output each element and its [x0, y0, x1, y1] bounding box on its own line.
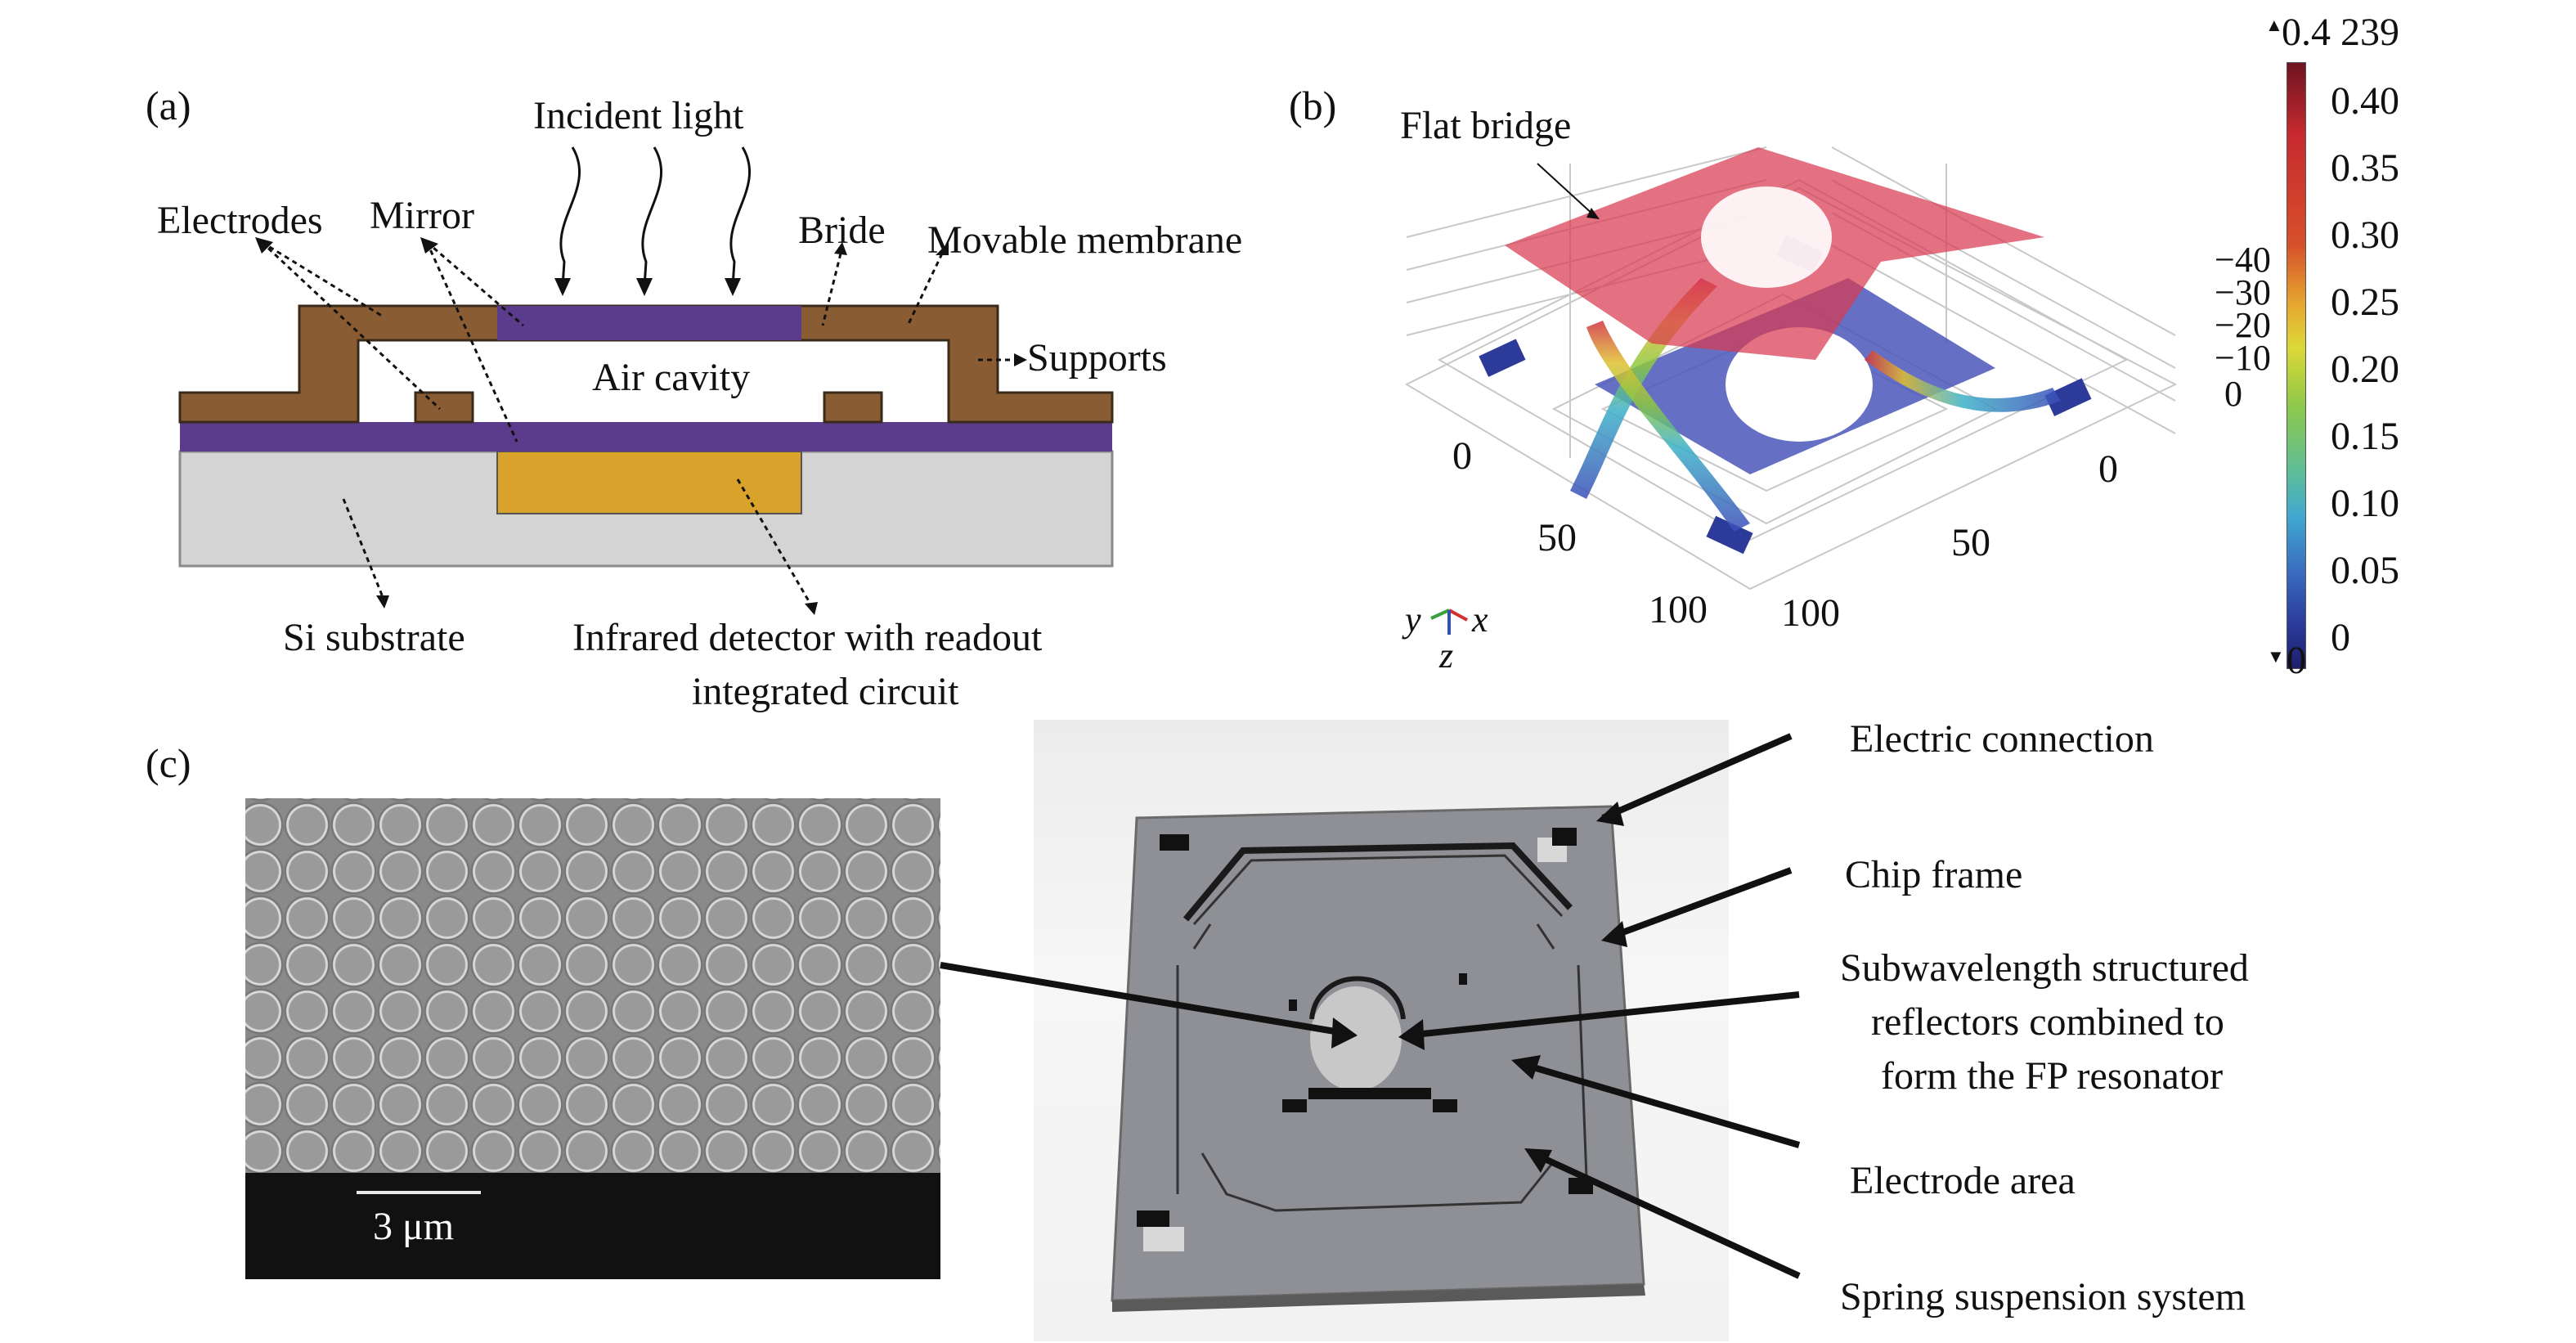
- y-tick: 0: [1452, 434, 1472, 478]
- triad-x-label: x: [1472, 600, 1488, 640]
- leader-lines: [260, 240, 1014, 606]
- label-electrode-area: Electrode area: [1850, 1159, 2076, 1202]
- label-bride: Bride: [798, 209, 886, 252]
- panel-a-tag: (a): [146, 83, 191, 128]
- x-tick: 0: [2098, 447, 2118, 491]
- colorbar: [2287, 62, 2306, 669]
- colorbar-tick: 0.10: [2331, 482, 2399, 525]
- small-electrode-right: [823, 391, 883, 424]
- y-tick: 100: [1649, 588, 1708, 631]
- electrode-frame: [178, 304, 1114, 424]
- label-electrodes: Electrodes: [157, 199, 323, 242]
- sem-scale-bar-region: [245, 1173, 940, 1279]
- mirror-top-layer: [497, 306, 801, 340]
- bottom-plate-hole: [1726, 327, 1873, 442]
- z-tick: −20: [2215, 305, 2271, 345]
- sem-image: [245, 798, 940, 1173]
- label-detector-line2: integrated circuit: [692, 670, 959, 713]
- x-tick: 100: [1781, 591, 1840, 635]
- colorbar-min-marker: ▼: [2267, 646, 2285, 667]
- panel-c-tag: (c): [146, 740, 191, 786]
- label-electric-connection: Electric connection: [1850, 717, 2154, 761]
- incident-light-arrows: [559, 146, 752, 287]
- panel-a-diagram: [178, 146, 1114, 615]
- triad-z-label: z: [1439, 636, 1454, 676]
- spring-right: [1865, 350, 2061, 412]
- label-flat-bridge: Flat bridge: [1400, 104, 1572, 147]
- anchor-bottom: [1706, 515, 1753, 555]
- z-tick: −30: [2215, 272, 2271, 312]
- label-movable-membrane: Movable membrane: [927, 218, 1243, 262]
- colorbar-tick: 0: [2331, 616, 2350, 659]
- anchor-right: [2044, 378, 2092, 416]
- mirror-bottom-layer: [180, 422, 1112, 451]
- colorbar-tick: 0.30: [2331, 213, 2399, 257]
- z-tick: −40: [2215, 240, 2271, 280]
- scale-bar-label: 3 μm: [373, 1205, 455, 1248]
- colorbar-min-label: 0: [2287, 639, 2306, 682]
- colorbar-tick: 0.35: [2331, 146, 2399, 190]
- label-reflectors-line2: reflectors combined to: [1871, 1000, 2224, 1044]
- label-mirror: Mirror: [370, 194, 474, 237]
- label-reflectors-line1: Subwavelength structured: [1840, 946, 2249, 990]
- colorbar-tick: 0.05: [2331, 549, 2399, 592]
- label-incident-light: Incident light: [533, 94, 744, 137]
- x-tick: 50: [1951, 521, 1990, 564]
- spring-left: [1570, 278, 1717, 499]
- triad-y-label: y: [1405, 600, 1421, 640]
- colorbar-tick: 0.40: [2331, 79, 2399, 123]
- scale-bar-line: [357, 1191, 481, 1194]
- label-chip-frame: Chip frame: [1845, 853, 2023, 896]
- label-si-substrate: Si substrate: [283, 616, 465, 659]
- small-electrode-left: [414, 391, 474, 424]
- z-tick: −10: [2215, 338, 2271, 378]
- anchor-left: [1479, 339, 1526, 377]
- annotation-arrows: [940, 733, 1801, 1279]
- label-supports: Supports: [1027, 336, 1167, 380]
- y-tick: 50: [1537, 516, 1577, 559]
- colorbar-max-label: 0.4 239: [2282, 11, 2399, 54]
- top-spring-slot: [1183, 842, 1573, 922]
- z-tick: 0: [2224, 374, 2242, 414]
- axis-triad: [1430, 609, 1468, 635]
- fp-resonator-disk: [1310, 986, 1402, 1091]
- spring-bottom: [1586, 321, 1750, 532]
- label-spring-suspension: Spring suspension system: [1840, 1275, 2246, 1318]
- colorbar-tick: 0.25: [2331, 281, 2399, 324]
- label-detector-line1: Infrared detector with readout: [572, 616, 1043, 659]
- panel-b-tag: (b): [1289, 83, 1337, 128]
- colorbar-max-marker: ▲: [2265, 15, 2283, 35]
- label-air-cavity: Air cavity: [592, 356, 751, 399]
- colorbar-tick: 0.15: [2331, 415, 2399, 458]
- label-reflectors-line3: form the FP resonator: [1881, 1054, 2224, 1098]
- panel-b-3d-plot: [1404, 146, 2178, 635]
- flat-bridge-arrow: [1537, 163, 1595, 217]
- top-membrane-hole: [1701, 186, 1832, 288]
- colorbar-tick: 0.20: [2331, 348, 2399, 391]
